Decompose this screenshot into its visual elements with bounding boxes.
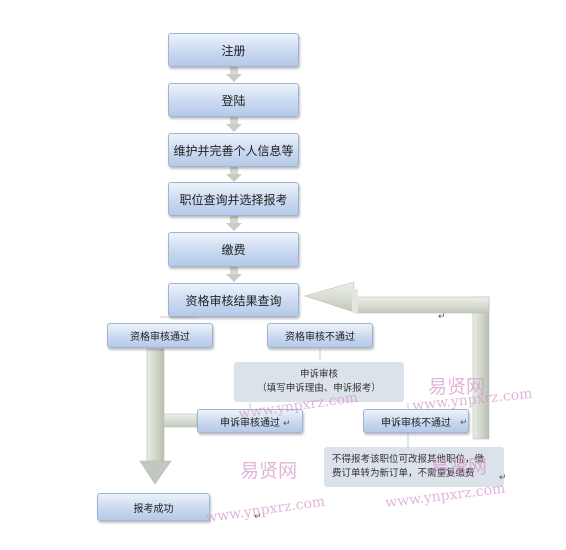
appeal-pass-connector (163, 413, 198, 428)
watermark-logo-text: 易贤网 (430, 456, 488, 478)
step-review-fail: 资格审核不通过 (267, 323, 373, 348)
pass-arrow (139, 348, 172, 485)
down-arrow-3 (226, 167, 242, 182)
paragraph-mark: ↵ (438, 312, 446, 322)
step-select-position: 职位查询并选择报考 (168, 182, 299, 216)
step-success: 报考成功 (97, 493, 210, 521)
fail-note: 不得报考该职位可改报其他职位，缴 费订单转为新订单，不需重复缴费 (324, 447, 504, 487)
appeal-note-line1: 申诉审核 (299, 369, 338, 381)
step-review-pass: 资格审核通过 (107, 323, 213, 348)
paragraph-mark: ↵ (254, 512, 262, 522)
fail-note-line2: 费订单转为新订单，不需重复缴费 (332, 468, 475, 479)
step-appeal-pass: 申诉审核通过 (197, 409, 303, 433)
down-arrow-5 (226, 267, 242, 282)
step-complete-info: 维护并完善个人信息等 (168, 133, 299, 167)
step-payment: 缴费 (168, 232, 299, 267)
return-arrow (303, 281, 490, 440)
down-arrow-2 (226, 117, 242, 132)
appeal-note-line2: （填写申诉理由、申诉报考） (257, 383, 381, 394)
paragraph-mark: ↵ (283, 419, 291, 429)
paragraph-mark: ↵ (460, 418, 468, 428)
watermark-logo-text: 易贤网 (428, 376, 486, 398)
step-review-query: 资格审核结果查询 (168, 283, 299, 317)
fail-note-line1: 不得报考该职位可改报其他职位，缴 (332, 454, 485, 466)
watermark-logo-text: 易贤网 (240, 460, 298, 482)
appeal-note: 申诉审核 （填写申诉理由、申诉报考） (234, 362, 404, 402)
step-login: 登陆 (168, 83, 299, 117)
down-arrow-4 (226, 216, 242, 231)
step-appeal-fail: 申诉审核不通过 (363, 409, 469, 433)
paragraph-mark: ↵ (499, 473, 507, 483)
down-arrow-1 (226, 67, 242, 82)
step-register: 注册 (168, 33, 299, 67)
